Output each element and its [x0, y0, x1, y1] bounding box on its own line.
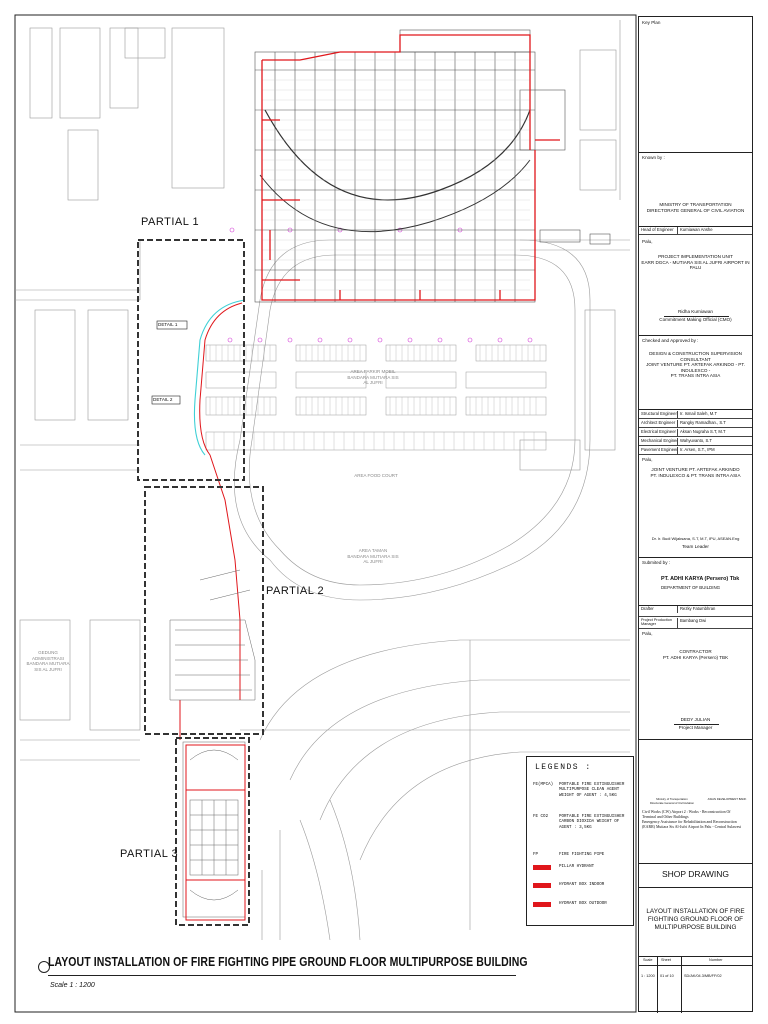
area-admin-label: GEDUNG ADMINISTRASI BANDARA MUTIARA SIS … — [26, 650, 70, 672]
checked-label: Checked and Approved by : — [642, 338, 699, 343]
adb-logo-text: ADB — [707, 756, 731, 768]
number-value: SD/AK/04.3/MB/FF/02 — [684, 974, 722, 978]
legend-box: LEGENDS : FE(MPCA) PORTABLE FIRE EXTINGU… — [526, 756, 634, 926]
fire-pipe-terminal — [261, 34, 560, 301]
ppm-name: Bambang Dwi — [680, 618, 707, 623]
legend-text-3: FIRE FIGHTING PIPE — [559, 853, 605, 857]
area-food-court-label: AREA FOOD COURT — [354, 473, 398, 478]
dcs-text: DESIGN & CONSTRUCTION SUPERVISION CONSUL… — [646, 351, 745, 378]
sheet-title: LAYOUT INSTALLATION OF FIRE FIGHTING GRO… — [646, 908, 745, 931]
adb-small: ASIAN DEVELOPMENT BANK — [707, 797, 747, 801]
title-bullet-icon — [38, 961, 50, 973]
drawing-title: LAYOUT INSTALLATION OF FIRE FIGHTING PIP… — [48, 955, 528, 969]
palu-label-1: Palu, — [642, 239, 653, 244]
palu-label-3: Palu, — [642, 631, 653, 636]
scale-label: Scale — [643, 958, 653, 962]
submitted-label: Submited by : — [642, 560, 671, 565]
ppm-label: Project Production Manager — [641, 618, 678, 628]
legend-text-1: PORTABLE FIRE EXTINGUISHER MULTIPURPOSE … — [559, 783, 625, 798]
number-label: Number — [709, 958, 723, 962]
engineer-role: Pavement Engineer — [641, 447, 678, 454]
adhi-karya-name: PT. ADHI KARYA (Persero) Tbk — [661, 576, 740, 582]
partial-3-label: PARTIAL 3 — [120, 848, 179, 860]
legend-code-3: FP — [533, 853, 539, 857]
cmo-role: Commitment Making Official (CMO) — [659, 317, 732, 322]
department-label: DEPARTMENT OF BUILDING — [661, 585, 721, 590]
partial-1-label: PARTIAL 1 — [141, 216, 200, 228]
head-engineer-label: Head of Engineer — [641, 227, 678, 234]
engineer-name: Ir. Arsen, S.T., IPM — [680, 447, 715, 452]
legend-code-1: FE(MPCA) — [533, 783, 554, 787]
engineer-role: Electrical Engineer — [641, 429, 678, 436]
detail-2-tag: DETAIL 2 — [153, 397, 173, 402]
legend-text-6: HYDRANT BOX OUTDOOR — [559, 902, 607, 906]
team-leader-role: Team Leader — [682, 544, 709, 549]
legend-text-4: PILLAR HYDRANT — [559, 865, 595, 869]
fire-pipe-route — [179, 299, 246, 740]
engineer-role: Mechanical Engineer — [641, 438, 678, 445]
pm-name: DEDY JULIAN — [680, 717, 711, 722]
engineer-role: Structural Engineer — [641, 411, 678, 418]
sheet-value: 01 of 10 — [660, 974, 674, 978]
partial-2-label: PARTIAL 2 — [266, 585, 325, 597]
engineer-name: Rangky Ramadhan., S.T — [680, 420, 726, 425]
ministry-small: Ministry of Transportation Directorate G… — [649, 797, 695, 805]
partial-boxes — [137, 239, 264, 926]
known-by-label: Known by : — [642, 155, 665, 160]
drawing-scale: Scale 1 : 1200 — [50, 982, 95, 989]
contractor-text: CONTRACTOR PT. ADHI KARYA (Persero) TBK — [662, 649, 729, 660]
engineer-name: Wahyuvanto, S.T — [680, 438, 712, 443]
legend-text-2: PORTABLE FIRE EXTINGUISHER CARBON DIOXID… — [559, 815, 625, 830]
engineer-name: Ir. Ismail Saleh, M.T — [680, 411, 717, 416]
works-description: Civil Works (CW) Airport 2 : Works - Rec… — [642, 810, 742, 829]
pm-role: Project Manager — [678, 725, 713, 730]
engineer-role: Architect Engineer — [641, 420, 678, 427]
ministry-text: MINISTRY OF TRANSPORTATION DIRECTORATE G… — [646, 202, 745, 213]
terminal-building — [254, 29, 611, 303]
engineer-name: Aksan Nugraha S.T, M.T — [680, 429, 726, 434]
parking-area — [205, 344, 547, 451]
shop-drawing-label: SHOP DRAWING — [661, 869, 730, 879]
legend-text-5: HYDRANT BOX INDOOR — [559, 883, 605, 887]
area-parking-label: AREA PARKIR MOBIL BANDARA MUTIARA SIS AL… — [347, 369, 399, 386]
team-leader-name: Dr. Ir. Budi Wijaksana, S.T, M.T, IPU, A… — [651, 536, 740, 541]
detail-1-tag: DETAIL 1 — [158, 322, 178, 327]
key-plan-label: Key Plan — [642, 20, 661, 25]
palu-label-2: Palu, — [642, 457, 653, 462]
scale-value: 1 : 1200 — [641, 974, 655, 978]
head-engineer-name: Kurniawan Anshe — [680, 227, 713, 232]
background-site-lines — [15, 20, 630, 941]
cmo-name: Ridha Kurniawan — [678, 309, 713, 314]
sheet-label: Sheet — [661, 958, 671, 962]
hydrant-box-outdoor-icon — [533, 902, 551, 907]
fire-pipe-multipurpose — [185, 744, 246, 921]
piu-text: PROJECT IMPLEMENTATION UNIT EARR DGCA - … — [641, 254, 750, 270]
jv-text: JOINT VENTURE PT. ARTEFAK ARKINDO PT. IN… — [650, 467, 741, 478]
tree-markers — [227, 227, 533, 343]
drafter-label: Drafter — [641, 606, 678, 613]
terminal-hatch — [262, 59, 530, 291]
area-garden-label: AREA TAMAN BANDARA MUTIARA SIS AL JUFRI — [347, 548, 399, 565]
drafter-name: Rezky Fatumbhran — [680, 606, 716, 611]
legend-title: LEGENDS : — [535, 763, 592, 772]
pillar-hydrant-icon — [533, 865, 551, 870]
multipurpose-building — [169, 569, 256, 918]
hydrant-box-indoor-icon — [533, 883, 551, 888]
detail-tags — [151, 320, 188, 405]
legend-code-2: FE CO2 — [533, 815, 549, 819]
title-underline — [48, 975, 516, 976]
title-block: Key Plan Known by : MINISTRY OF TRANSPOR… — [638, 16, 753, 1013]
